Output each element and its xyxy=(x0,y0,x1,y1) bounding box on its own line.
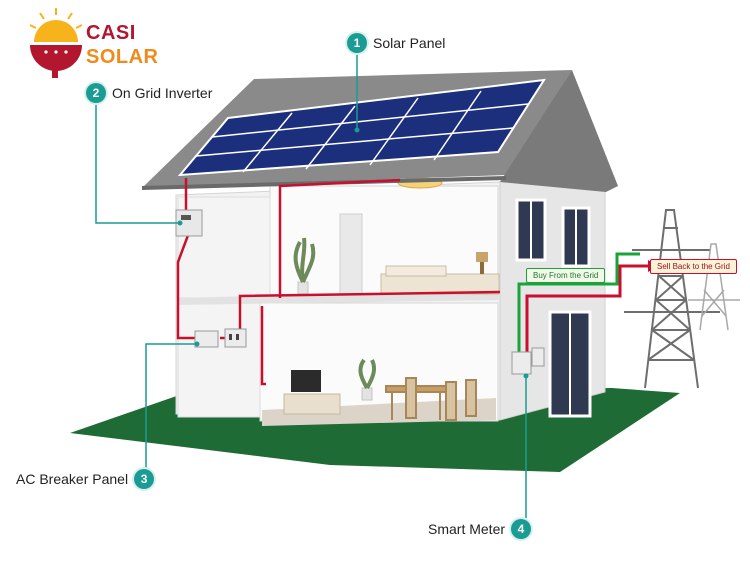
plant-lower xyxy=(358,358,377,401)
logo-icon xyxy=(29,8,83,78)
callout-label: On Grid Inverter xyxy=(112,85,213,101)
logo-line1: CASI xyxy=(86,22,136,44)
callout-label: Smart Meter xyxy=(428,521,506,537)
callout-label: AC Breaker Panel xyxy=(16,471,129,487)
tv-unit xyxy=(283,370,341,415)
patio-door xyxy=(548,310,592,418)
lower-floor xyxy=(262,398,496,426)
buy-from-grid-label: Buy From the Grid xyxy=(526,268,606,283)
callout-on-grid-inverter: 2 On Grid Inverter xyxy=(86,83,212,103)
leader-lines xyxy=(95,54,527,518)
door xyxy=(339,213,363,295)
leader-dots xyxy=(177,127,529,379)
plant-upper xyxy=(293,237,316,295)
callout-label: Solar Panel xyxy=(373,35,446,51)
callout-ac-breaker-panel: AC Breaker Panel 3 xyxy=(16,469,155,489)
callout-number-badge: 2 xyxy=(86,83,106,103)
grid-flow-buy xyxy=(517,252,640,356)
dining-set xyxy=(385,377,477,421)
callout-smart-meter: Smart Meter 4 xyxy=(428,519,532,539)
callout-solar-panel: 1 Solar Panel xyxy=(347,33,445,53)
grid-flow-sell xyxy=(525,264,648,362)
logo-line2: SOLAR xyxy=(86,46,159,68)
upper-furniture xyxy=(380,252,500,295)
electric-pylon-distant xyxy=(688,243,740,331)
solar-panel-array xyxy=(177,78,546,177)
smart-meter-device xyxy=(511,347,545,375)
window-upper-left xyxy=(515,198,547,262)
callout-number-badge: 3 xyxy=(134,469,155,489)
left-lower-room xyxy=(177,302,261,418)
window-upper-right xyxy=(561,206,591,268)
callout-number-badge: 1 xyxy=(347,33,367,53)
electric-pylon xyxy=(624,209,720,389)
sell-back-to-grid-label: Sell Back to the Grid xyxy=(650,259,737,274)
roof-right xyxy=(500,70,618,192)
ac-breaker-panel-device xyxy=(194,328,247,348)
callout-number-badge: 4 xyxy=(511,519,532,539)
